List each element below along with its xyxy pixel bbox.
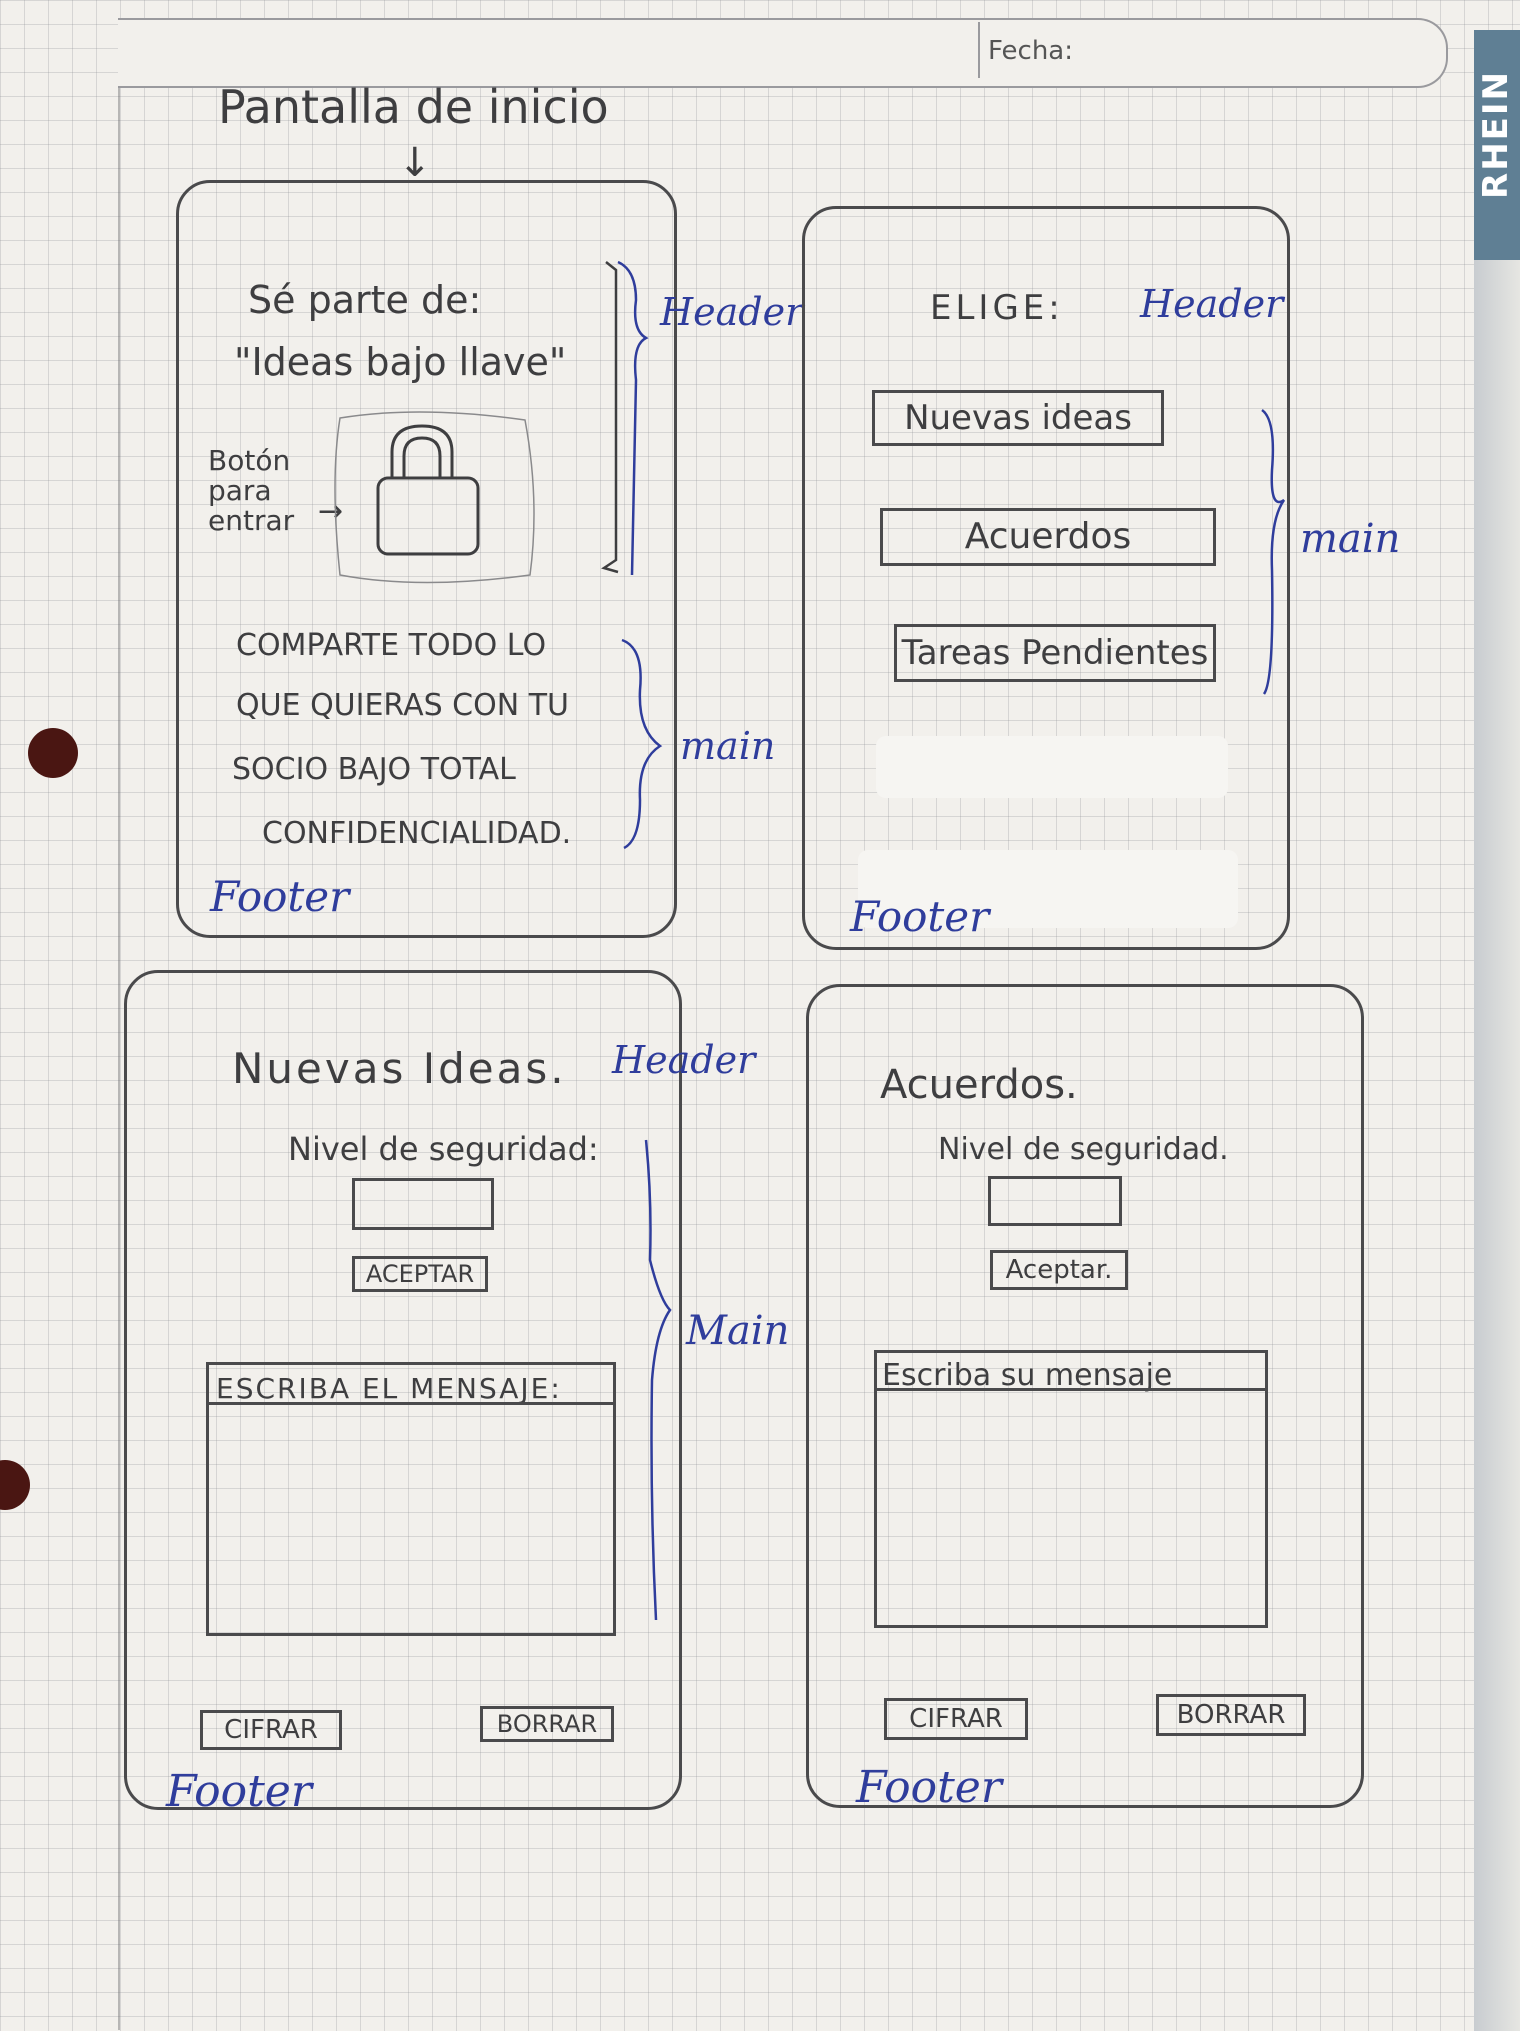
annotation-header: Header bbox=[660, 290, 804, 334]
home-header-line-1: Sé parte de: bbox=[248, 278, 482, 322]
brand-strip bbox=[1474, 30, 1520, 2031]
fecha-divider bbox=[978, 22, 980, 78]
annotation-footer: Footer bbox=[856, 1762, 1002, 1813]
brand-logo-panel bbox=[1474, 30, 1520, 260]
message-header-divider bbox=[874, 1388, 1266, 1391]
down-arrow-icon: ↓ bbox=[398, 140, 432, 186]
choose-title: ELIGE: bbox=[930, 288, 1064, 328]
accept-button[interactable]: ACEPTAR bbox=[352, 1256, 488, 1292]
message-textarea[interactable] bbox=[874, 1350, 1268, 1628]
message-header-divider bbox=[206, 1402, 616, 1405]
fecha-label: Fecha: bbox=[988, 36, 1073, 66]
erased-area bbox=[876, 736, 1228, 798]
acuerdos-button[interactable]: Acuerdos bbox=[880, 508, 1216, 566]
home-main-line-3: SOCIO BAJO TOTAL bbox=[232, 752, 516, 787]
header-brace bbox=[617, 260, 649, 576]
annotation-header: Header bbox=[612, 1038, 756, 1082]
security-input[interactable] bbox=[988, 1176, 1122, 1226]
home-header-line-2: "Ideas bajo llave" bbox=[234, 340, 567, 384]
delete-button[interactable]: BORRAR bbox=[1156, 1694, 1306, 1736]
home-main-line-2: QUE QUIERAS CON TU bbox=[236, 688, 569, 723]
encrypt-button[interactable]: CIFRAR bbox=[884, 1698, 1028, 1740]
annotation-main: main bbox=[1300, 516, 1401, 562]
annotation-header: Header bbox=[1140, 282, 1284, 326]
main-brace bbox=[621, 638, 663, 850]
security-label: Nivel de seguridad: bbox=[288, 1130, 599, 1168]
agreements-title: Acuerdos. bbox=[880, 1062, 1078, 1108]
enter-button-outline bbox=[334, 411, 535, 584]
main-brace bbox=[644, 1139, 672, 1621]
encrypt-button[interactable]: CIFRAR bbox=[200, 1710, 342, 1750]
annotation-footer: Footer bbox=[210, 872, 350, 921]
tareas-pendientes-button[interactable]: Tareas Pendientes bbox=[894, 624, 1216, 682]
note-line: Botón bbox=[208, 444, 291, 477]
message-header: Escriba su mensaje bbox=[882, 1358, 1173, 1393]
annotation-footer: Footer bbox=[166, 1766, 312, 1817]
margin-line bbox=[118, 30, 120, 2030]
message-header: ESCRIBA EL MENSAJE: bbox=[216, 1372, 562, 1405]
main-brace bbox=[1261, 408, 1286, 695]
screen-agreements bbox=[806, 984, 1364, 1808]
home-main-line-1: COMPARTE TODO LO bbox=[236, 628, 547, 663]
screen-new-ideas bbox=[124, 970, 682, 1810]
arrow-right-icon: → bbox=[318, 494, 344, 529]
punch-hole bbox=[28, 728, 78, 778]
message-textarea[interactable] bbox=[206, 1362, 616, 1636]
enter-button-note: Botón para entrar bbox=[208, 446, 318, 536]
note-line: entrar bbox=[208, 504, 295, 537]
screen-home bbox=[176, 180, 677, 938]
security-input[interactable] bbox=[352, 1178, 494, 1230]
annotation-main: Main bbox=[686, 1308, 790, 1354]
note-line: para bbox=[208, 474, 272, 507]
paper-header-band bbox=[118, 18, 1448, 88]
delete-button[interactable]: BORRAR bbox=[480, 1706, 614, 1742]
annotation-main: main bbox=[680, 724, 776, 768]
erased-area bbox=[858, 850, 1238, 928]
header-bracket bbox=[601, 261, 619, 574]
page-title: Pantalla de inicio bbox=[218, 80, 609, 134]
nuevas-ideas-button[interactable]: Nuevas ideas bbox=[872, 390, 1164, 446]
lock-icon[interactable] bbox=[376, 424, 480, 556]
home-main-line-4: CONFIDENCIALIDAD. bbox=[262, 816, 572, 851]
screen-choose bbox=[802, 206, 1290, 950]
security-label: Nivel de seguridad. bbox=[938, 1132, 1229, 1167]
accept-button[interactable]: Aceptar. bbox=[990, 1250, 1128, 1290]
new-ideas-title: Nuevas Ideas. bbox=[232, 1044, 567, 1093]
annotation-footer: Footer bbox=[850, 892, 990, 941]
